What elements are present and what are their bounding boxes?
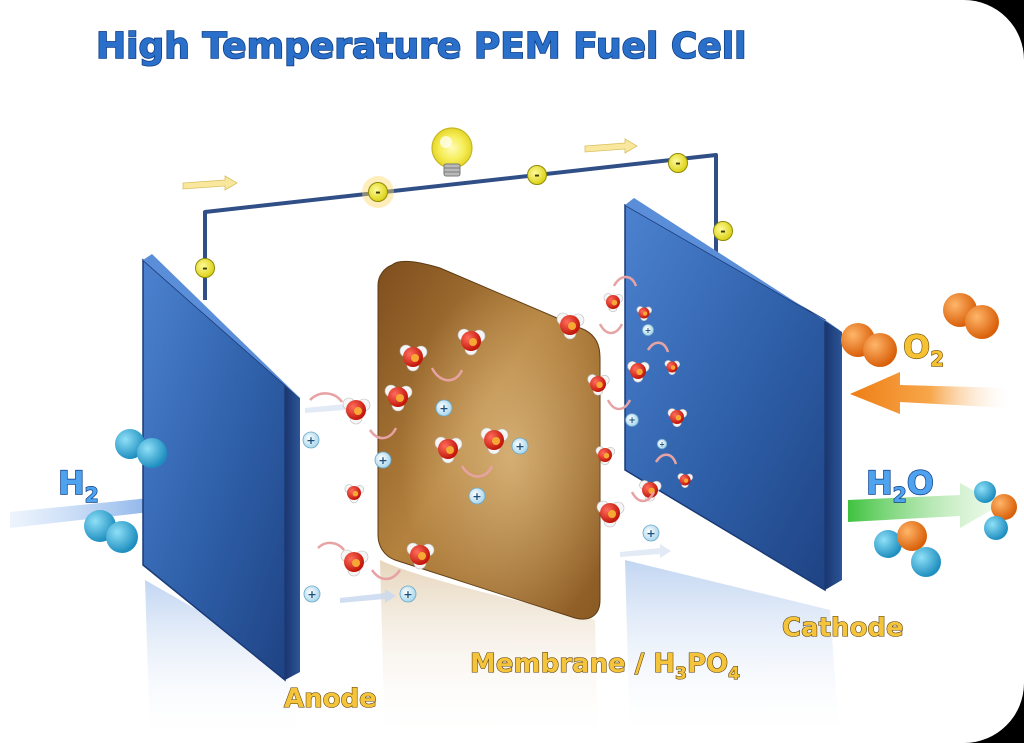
proton: + bbox=[656, 438, 668, 450]
hydrogen-molecule bbox=[84, 510, 138, 553]
hydronium-ion bbox=[480, 427, 509, 455]
hydronium-ion bbox=[340, 549, 369, 577]
proton-symbol: + bbox=[307, 588, 316, 601]
hydronium-ion bbox=[595, 446, 616, 466]
hydronium-ion bbox=[587, 374, 610, 396]
hydronium-ion bbox=[677, 473, 694, 489]
proton: + bbox=[374, 451, 392, 469]
water-output-arrow bbox=[848, 483, 1000, 528]
hydronium-ion bbox=[457, 328, 486, 356]
proton-symbol: + bbox=[515, 440, 524, 453]
hydrogen-input-arrow bbox=[10, 488, 185, 528]
water-label: H2O bbox=[866, 464, 934, 507]
electron: - bbox=[668, 153, 688, 173]
hydronium-ion bbox=[636, 306, 653, 322]
diagram-title: High Temperature PEM Fuel Cell bbox=[96, 26, 746, 67]
hydronium-ion bbox=[556, 312, 585, 340]
water-molecule bbox=[974, 481, 1017, 540]
proton-symbol: + bbox=[306, 434, 315, 447]
proton-symbol: + bbox=[378, 454, 387, 467]
anode-label: Anode bbox=[284, 684, 377, 714]
hydronium-ion bbox=[399, 344, 428, 372]
light-bulb-icon bbox=[431, 127, 473, 177]
oxygen-input-arrow bbox=[850, 372, 1010, 414]
electron-symbol: - bbox=[202, 262, 207, 277]
proton-symbol: + bbox=[439, 402, 448, 415]
hydronium-ion bbox=[384, 384, 413, 412]
proton: + bbox=[303, 585, 321, 603]
oxygen-molecule bbox=[841, 323, 897, 367]
hydronium-ion bbox=[596, 500, 625, 528]
hydrogen-molecule bbox=[115, 429, 167, 468]
proton-flow-arrow-icon bbox=[305, 400, 671, 603]
electron-symbol: - bbox=[675, 157, 680, 172]
water-molecule bbox=[874, 521, 941, 577]
electron: - bbox=[713, 221, 733, 241]
hydronium-ion bbox=[406, 542, 435, 570]
proton-symbol: + bbox=[646, 527, 655, 540]
electron-symbol: - bbox=[534, 169, 539, 184]
hydronium-ion bbox=[434, 436, 463, 464]
membrane-label: Membrane / H3PO4 bbox=[470, 649, 740, 684]
proton: + bbox=[399, 585, 417, 603]
electron: - bbox=[195, 258, 215, 278]
hydronium-ion bbox=[664, 360, 681, 376]
hydronium-ion bbox=[627, 361, 650, 383]
hydrogen-label: H2 bbox=[58, 464, 99, 507]
flow-arrow-icon bbox=[182, 138, 638, 191]
proton: + bbox=[302, 431, 320, 449]
hydronium-ion bbox=[342, 397, 371, 425]
proton-hop-arrow-icon bbox=[309, 275, 678, 581]
proton: + bbox=[625, 413, 639, 427]
proton-symbol: + bbox=[645, 326, 651, 335]
cathode-label: Cathode bbox=[782, 613, 904, 643]
proton-symbol: + bbox=[403, 588, 412, 601]
cathode-electrode bbox=[624, 198, 842, 592]
electron: - bbox=[362, 176, 394, 208]
proton: + bbox=[642, 323, 655, 336]
membrane-reflection bbox=[380, 560, 598, 743]
electron-symbol: - bbox=[375, 186, 380, 201]
oxygen-molecule bbox=[943, 293, 999, 339]
oxygen-label: O2 bbox=[903, 328, 944, 371]
proton: + bbox=[468, 487, 486, 505]
cathode-reflection bbox=[625, 560, 840, 743]
proton: + bbox=[435, 399, 453, 417]
proton-group: + + + + + + + + + + + bbox=[302, 323, 668, 603]
proton: + bbox=[511, 437, 529, 455]
proton-symbol: + bbox=[659, 440, 665, 448]
proton-symbol: + bbox=[628, 416, 635, 426]
proton: + bbox=[642, 524, 660, 542]
electron: - bbox=[527, 165, 547, 185]
proton-symbol: + bbox=[472, 490, 481, 503]
electron-group: - - - - - bbox=[195, 153, 733, 278]
anode-reflection bbox=[145, 580, 300, 743]
electron-symbol: - bbox=[720, 225, 725, 240]
hydronium-ion bbox=[344, 484, 365, 504]
hydronium-ion bbox=[667, 408, 688, 428]
external-circuit-wire bbox=[203, 153, 718, 300]
hydronium-ion bbox=[603, 293, 624, 313]
